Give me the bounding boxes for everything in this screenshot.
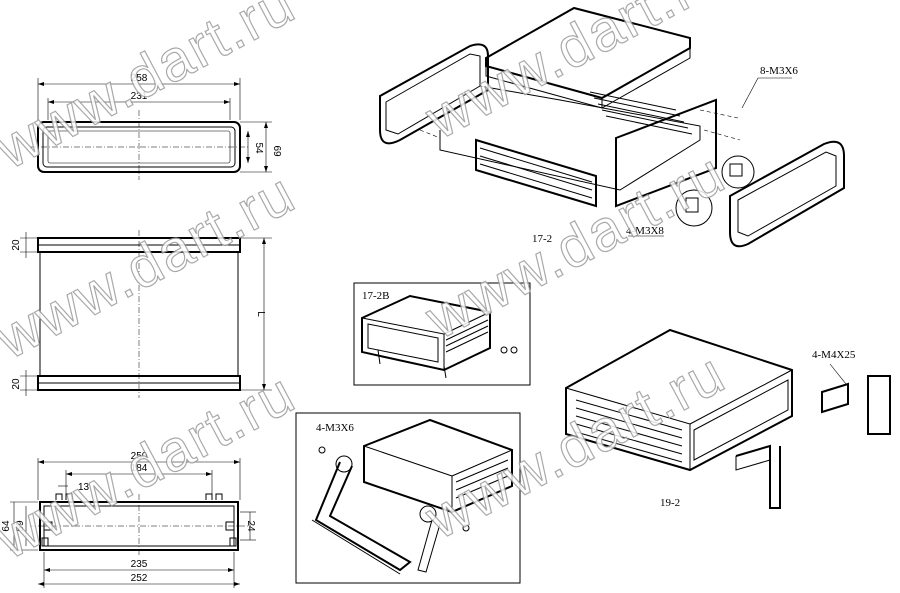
dim-bottom-cap: 20 [11, 378, 22, 390]
inset-17-2b: 17-2B [353, 282, 531, 386]
dim-width-252: 252 [131, 573, 148, 584]
profile-view: 250 184 13 64 59 24 [1, 451, 256, 588]
dim-length: L [255, 311, 266, 317]
dim-outer-height: 69 [271, 145, 282, 157]
dim-inner-height: 54 [253, 142, 264, 154]
watermark-text: www.dart.ru [415, 340, 736, 552]
model-label-19-2: 19-2 [660, 497, 680, 509]
exploded-view: 8-M3X6 4-M3X8 17-2 [379, 6, 845, 248]
dim-59: 59 [15, 520, 26, 532]
watermark-text: www.dart.ru [0, 160, 306, 372]
dim-top-cap: 20 [11, 239, 22, 251]
model-label-17-2: 17-2 [532, 233, 552, 245]
model-label-17-2b: 17-2B [362, 290, 390, 302]
top-view: 258 231 69 54 [30, 73, 282, 180]
watermark-text: www.dart.ru [0, 360, 306, 572]
handle-screw-label: 4-M3X6 [316, 422, 354, 434]
screw-label-top: 8-M3X6 [760, 65, 798, 77]
dim-width-250: 250 [131, 451, 148, 462]
side-view: 20 20 L [11, 230, 272, 398]
assembled-view: 19-2 4-M4X25 [565, 328, 891, 509]
dim-width-235: 235 [131, 559, 148, 570]
screw-label-m4: 4-M4X25 [812, 349, 856, 361]
dim-64: 64 [1, 520, 12, 532]
screw-label-bottom: 4-M3X8 [626, 225, 664, 237]
watermark-text: www.dart.ru [415, 0, 736, 152]
dim-inner-width: 231 [131, 91, 148, 102]
dim-outer-width: 258 [131, 73, 148, 84]
watermark-text: www.dart.ru [415, 140, 736, 352]
inset-handle: 4-M3X6 [295, 412, 521, 584]
dim-13: 13 [78, 482, 90, 493]
watermark-text: www.dart.ru [0, 0, 306, 182]
dim-width-184: 184 [131, 463, 148, 474]
dim-24: 24 [245, 520, 256, 532]
